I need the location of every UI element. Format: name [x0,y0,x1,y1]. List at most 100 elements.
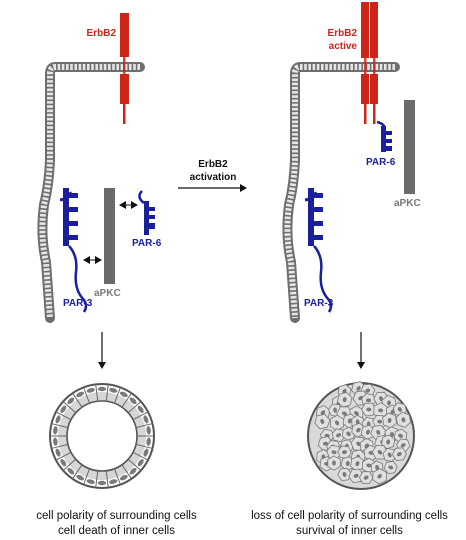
cell-nucleus [109,388,118,393]
cell-nucleus [97,386,107,392]
acinus-cell-border [105,384,109,402]
left-par6-label: PAR-6 [132,238,162,249]
cell-nucleus [346,431,351,437]
cell-nucleus [53,437,58,446]
acinus-cell-border [132,451,149,461]
right-cell-membrane [282,62,400,323]
acinus-cell-border [121,464,132,480]
cell-nucleus [146,426,151,435]
right-erbb2-dimer [361,2,378,124]
left-caption-line1: cell polarity of surrounding cells [36,510,197,522]
right-caption-line1: loss of cell polarity of surrounding cel… [251,510,448,522]
cell-nucleus [365,398,372,403]
activation-step: ErbB2 activation [178,159,247,192]
acinus-cell-border [135,423,153,429]
cell-nucleus [322,441,329,446]
left-caption-line2: cell death of inner cells [58,525,175,537]
right-par6-protein [376,120,392,152]
activation-label-line2: activation [190,172,237,183]
cell-nucleus [341,450,348,455]
cell-nucleus [129,397,137,405]
acinus-cell-border [72,392,83,408]
left-cell-membrane [37,62,145,323]
cell-nucleus [396,451,402,457]
cell-nucleus [353,473,359,478]
cell-nucleus [67,397,75,405]
acinus-cell-border [62,458,77,471]
cell-nucleus [398,433,404,438]
cell-nucleus [377,450,383,455]
cell-nucleus [365,429,370,435]
cell-nucleus [401,417,406,423]
acinus-cell-border [55,411,72,421]
cell-nucleus [345,460,350,467]
cell-nucleus [366,463,372,468]
cell-nucleus [60,459,67,467]
left-panel: ErbB2 PAR-3 aPKC PAR-6 [37,13,162,489]
activation-label-line1: ErbB2 [198,159,228,170]
cell-nucleus [336,433,342,438]
cell-nucleus [347,418,352,424]
cell-nucleus [386,439,391,445]
acinus-cell-border [62,401,77,414]
cell-nucleus [376,429,381,435]
right-par3-protein [304,188,333,313]
acinus-cell-border [113,387,121,404]
right-panel: ErbB2 active PAR-6 aPKC PAR-3 [282,2,421,490]
cell-nucleus [354,411,359,416]
cell-nucleus [109,479,118,484]
cell-nucleus [356,427,361,433]
left-par3-label: PAR-3 [63,298,93,309]
cell-nucleus [86,479,95,484]
cell-nucleus [333,407,338,413]
cell-nucleus [334,420,340,426]
cell-nucleus [86,388,95,393]
acinus-cell-border [55,451,72,461]
acinus-cell-border [83,468,91,485]
cell-nucleus [363,475,369,480]
left-caption: cell polarity of surrounding cells cell … [0,509,233,539]
right-erbb2-label-line2: active [329,41,358,52]
cell-nucleus [377,419,383,424]
left-hollow-acinus [49,383,155,489]
right-filled-acinus [307,381,415,490]
cell-nucleus [129,467,137,475]
acinus-cell-border [127,401,142,414]
cell-nucleus [342,411,347,416]
cell-nucleus [365,388,371,393]
cell-nucleus [387,417,392,424]
acinus-cell-border [51,423,69,429]
cell-nucleus [53,426,58,435]
cell-nucleus [76,474,85,481]
cell-nucleus [137,459,144,467]
right-caption: loss of cell polarity of surrounding cel… [233,509,466,539]
cell-nucleus [355,419,360,425]
left-par3-protein [59,188,88,313]
cell-nucleus [76,391,85,398]
cell-nucleus [143,448,149,457]
cell-nucleus [390,431,395,437]
cell-nucleus [378,408,384,413]
acinus-cell-border [51,443,69,449]
cell-nucleus [366,407,372,412]
acinus-cell-border [105,470,109,488]
cell-nucleus [137,405,144,413]
acinus-cell-border [132,411,149,421]
cell-nucleus [388,465,394,470]
left-apkc-bar [104,188,115,284]
left-erbb2-receptor [120,13,129,124]
cell-nucleus [342,397,347,403]
acinus-cell-border [83,387,91,404]
right-apkc-label: aPKC [394,198,421,209]
right-apkc-bar [404,100,415,194]
acinus-cell-border [72,464,83,480]
cell-nucleus [375,464,379,471]
cell-nucleus [377,473,382,479]
acinus-cell-border [121,392,132,408]
cell-nucleus [60,405,67,413]
left-apkc-label: aPKC [94,288,121,299]
acinus-cell-border [135,443,153,449]
cell-nucleus [55,415,61,424]
right-par6-label: PAR-6 [366,157,396,168]
